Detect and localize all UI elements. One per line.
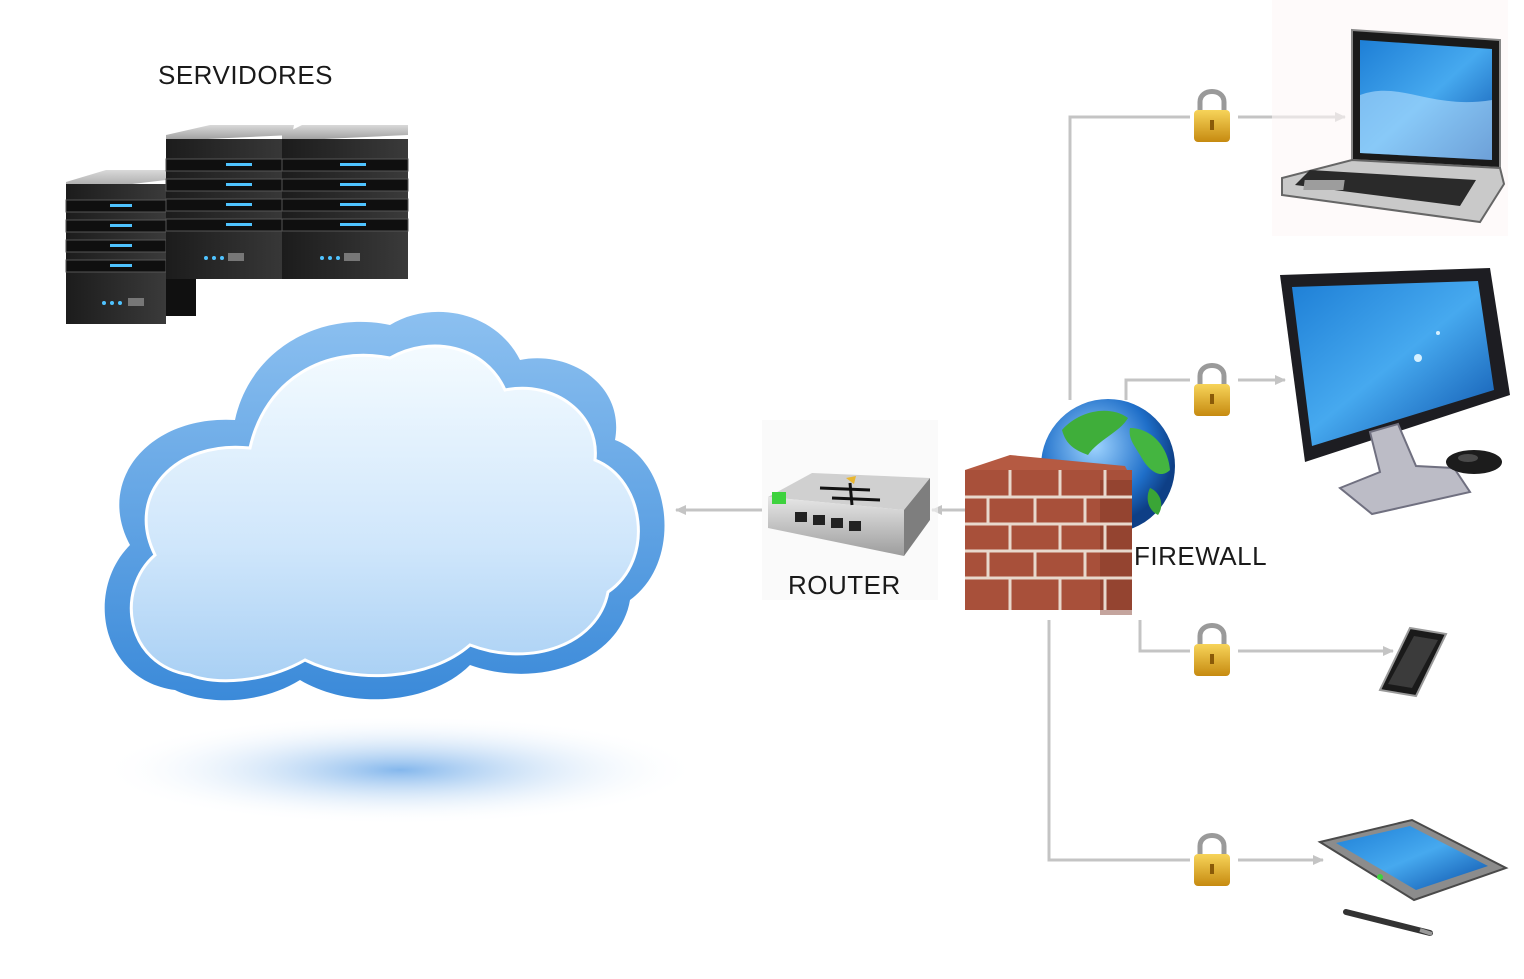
- connector-lines: [675, 112, 1394, 865]
- brick-wall-icon: [965, 455, 1132, 615]
- laptop-icon: [1272, 0, 1508, 236]
- router-icon: [762, 420, 938, 600]
- cloud-icon: [100, 311, 700, 825]
- monitor-connector: [1124, 378, 1190, 400]
- padlock-icon: [1194, 89, 1230, 142]
- smartphone-icon: [1378, 626, 1448, 698]
- tablet-icon: [1317, 818, 1509, 936]
- desktop-monitor-icon: [1280, 268, 1510, 516]
- padlock-icon: [1194, 833, 1230, 886]
- padlock-icon: [1194, 363, 1230, 416]
- tablet-connector: [1047, 620, 1190, 862]
- server-rack-icon: [65, 125, 409, 324]
- firewall-label: FIREWALL: [1134, 541, 1268, 571]
- phone-connector: [1138, 620, 1190, 653]
- padlock-icon: [1194, 623, 1230, 676]
- servers-label: SERVIDORES: [158, 60, 334, 90]
- laptop-connector: [1068, 115, 1190, 400]
- router-label: ROUTER: [788, 570, 901, 600]
